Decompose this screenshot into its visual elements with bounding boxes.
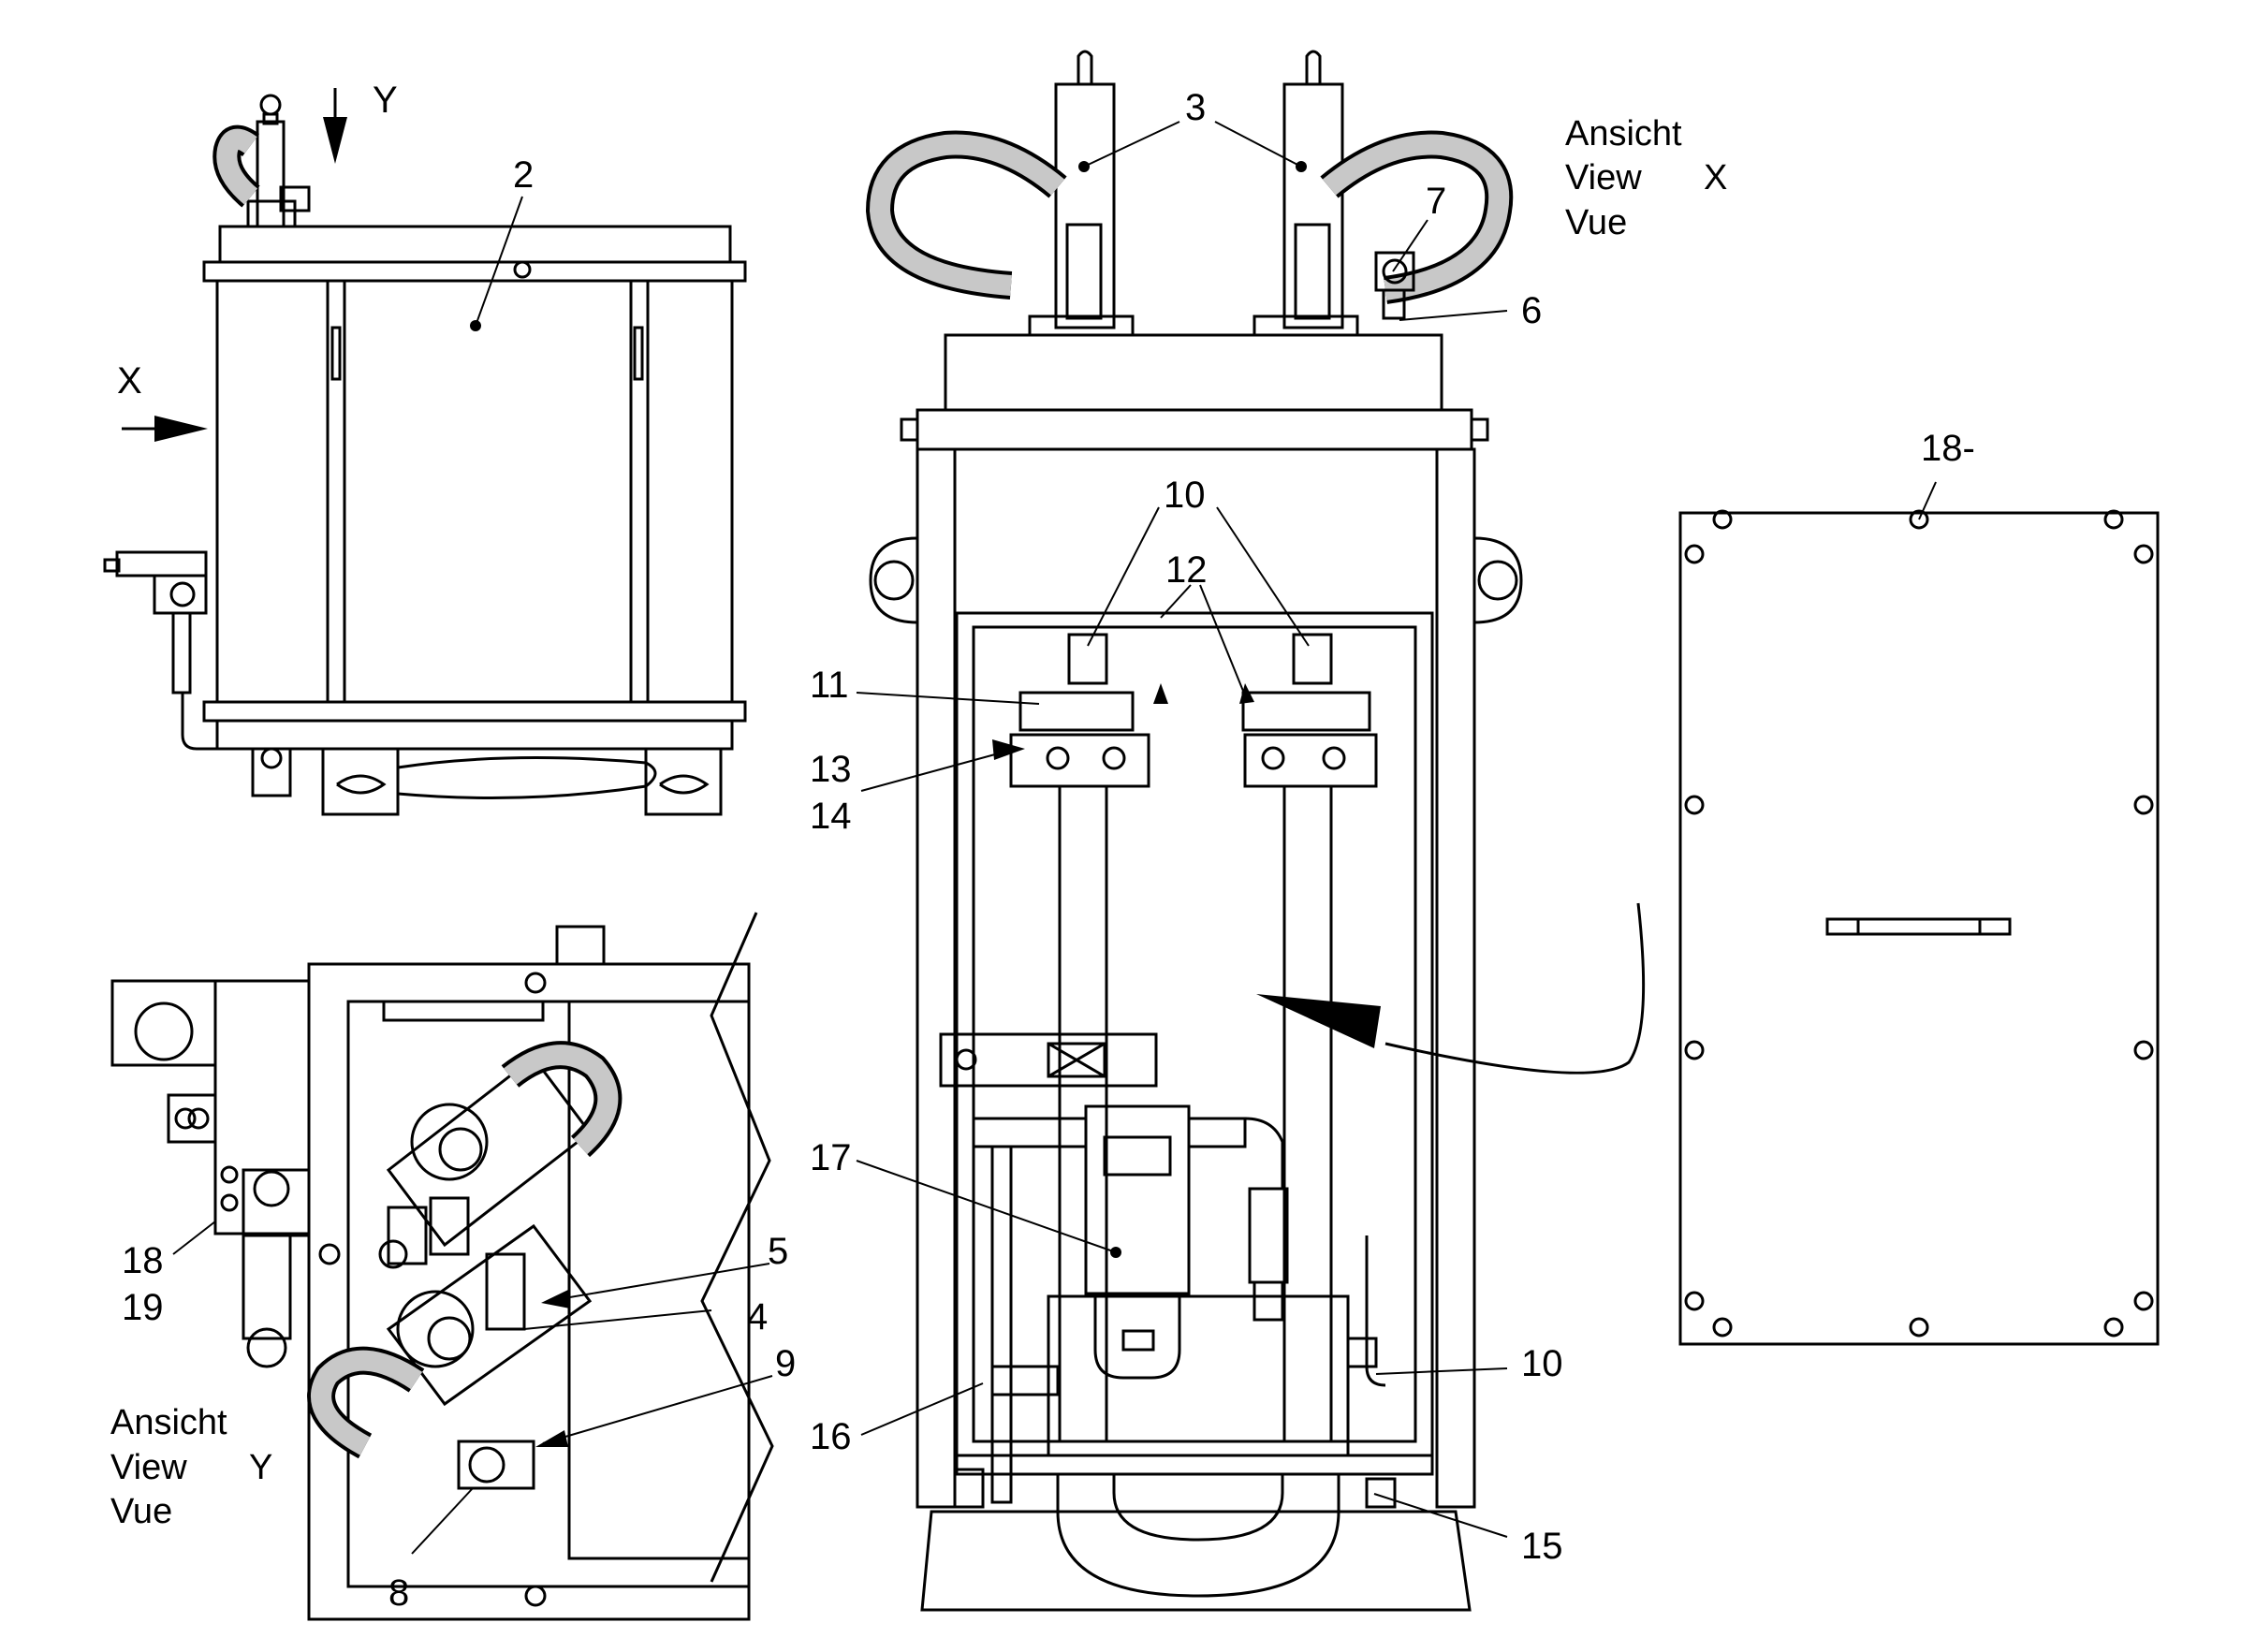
callout-2: 2 bbox=[513, 154, 534, 196]
callout-10-top: 10 bbox=[1164, 475, 1206, 516]
callout-6: 6 bbox=[1521, 290, 1542, 331]
view-x bbox=[856, 50, 1646, 1612]
callout-13: 13 bbox=[810, 749, 852, 790]
label-view-arrow-y: Y bbox=[373, 80, 398, 121]
callout-18-dash: 18- bbox=[1921, 428, 1975, 469]
callout-12: 12 bbox=[1165, 549, 1208, 591]
callout-3: 3 bbox=[1185, 87, 1206, 128]
callout-14: 14 bbox=[810, 796, 852, 837]
view-y bbox=[110, 912, 774, 1621]
view-y-letter: Y bbox=[249, 1448, 272, 1487]
cover-plate bbox=[1678, 481, 2160, 1346]
labels: Y X 2 3 7 6 10 12 11 13 14 17 10 16 15 1… bbox=[110, 80, 1975, 1614]
callout-10-bottom: 10 bbox=[1521, 1343, 1563, 1384]
view-x-letter: X bbox=[1704, 158, 1727, 197]
callout-15: 15 bbox=[1521, 1526, 1563, 1567]
view-y-label-de: Ansicht bbox=[110, 1403, 227, 1442]
view-x-label-en: View bbox=[1565, 158, 1642, 197]
callout-11: 11 bbox=[810, 665, 849, 706]
view-x-label-de: Ansicht bbox=[1565, 114, 1682, 154]
callout-17: 17 bbox=[810, 1137, 852, 1178]
side-view bbox=[103, 88, 747, 816]
callout-4: 4 bbox=[747, 1296, 768, 1338]
callout-8: 8 bbox=[388, 1572, 409, 1614]
callout-19: 19 bbox=[122, 1287, 164, 1328]
label-view-arrow-x: X bbox=[117, 360, 142, 402]
callout-16: 16 bbox=[810, 1416, 852, 1457]
leader-dot-3b bbox=[1296, 161, 1307, 172]
view-y-label-fr: Vue bbox=[110, 1492, 172, 1531]
callout-7: 7 bbox=[1426, 181, 1446, 222]
view-x-label-fr: Vue bbox=[1565, 203, 1627, 242]
callout-18: 18 bbox=[122, 1240, 164, 1281]
leader-dot-17 bbox=[1110, 1247, 1121, 1258]
view-y-label-en: View bbox=[110, 1448, 187, 1487]
leader-dot-3a bbox=[1078, 161, 1090, 172]
callout-5: 5 bbox=[768, 1231, 788, 1272]
callout-9: 9 bbox=[775, 1343, 796, 1384]
